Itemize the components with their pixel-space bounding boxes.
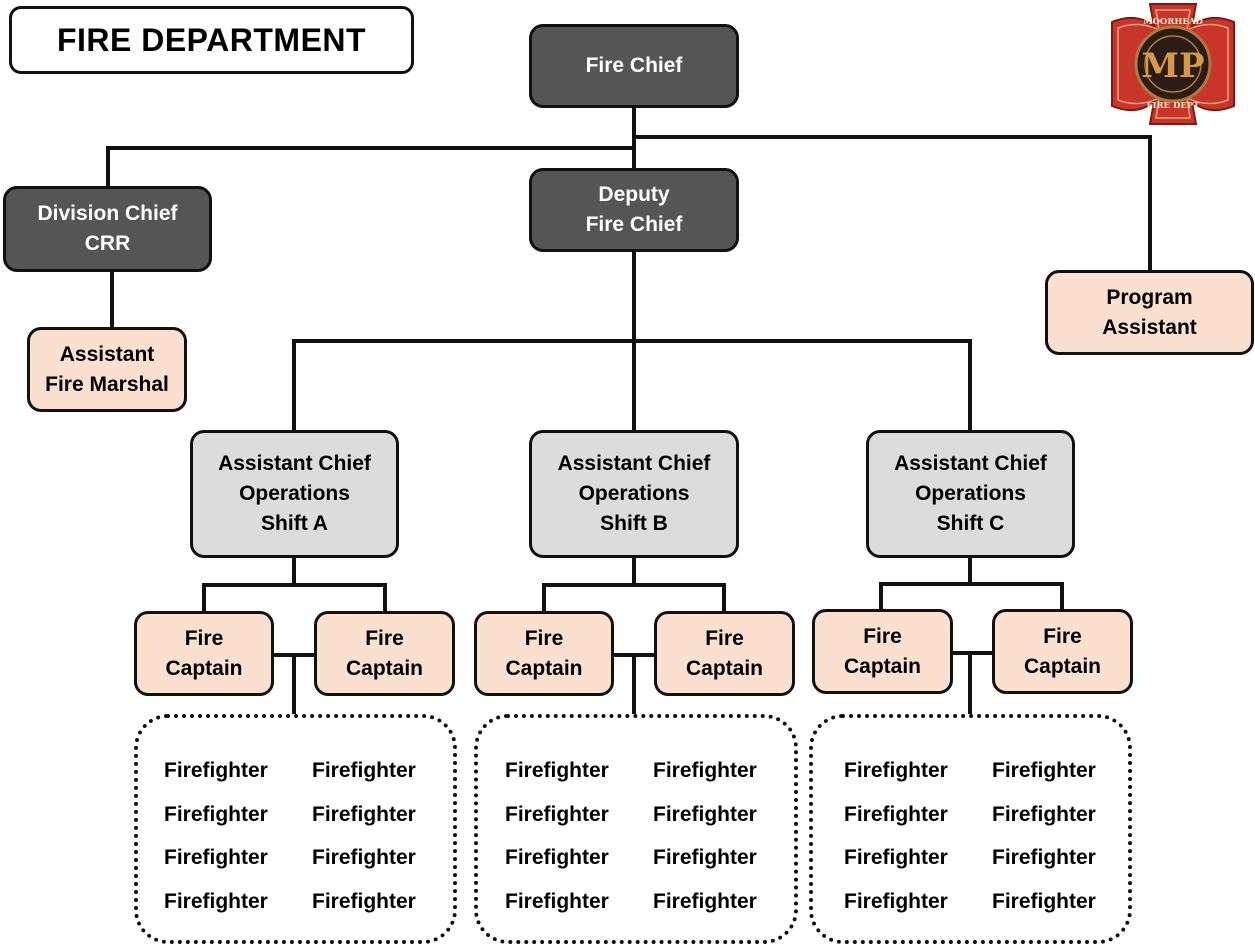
firefighter-label: Firefighter [505, 846, 609, 869]
firefighter-label: Firefighter [992, 803, 1096, 826]
firefighter-label: Firefighter [312, 846, 416, 869]
firefighter-label: Firefighter [844, 759, 948, 782]
division-chief-line1: Division Chief [37, 202, 178, 225]
firefighter-label: Firefighter [164, 803, 268, 826]
fire-chief-box: Fire Chief [529, 24, 739, 108]
shift-c-line2: Operations [915, 482, 1026, 505]
shift-b-line3: Shift B [600, 512, 668, 535]
captain-line2: Captain [843, 654, 921, 678]
page-title-text: FIRE DEPARTMENT [56, 21, 367, 58]
firefighter-label: Firefighter [164, 890, 268, 913]
firefighter-label: Firefighter [653, 759, 757, 782]
assistant-chief-shift-a-box: Assistant Chief Operations Shift A [190, 430, 399, 558]
shift-a-line3: Shift A [261, 512, 328, 535]
captain-line1: Fire [365, 626, 404, 650]
captain-line2: Captain [165, 656, 243, 680]
connector-shift-c-captains [879, 582, 1064, 613]
shift-a-captain-2-box: Fire Captain [314, 611, 455, 696]
firefighter-label: Firefighter [164, 759, 268, 782]
firefighter-label: Firefighter [992, 759, 1096, 782]
assistant-chief-shift-b-box: Assistant Chief Operations Shift B [529, 430, 739, 558]
maltese-cross-badge-icon: MOORHEAD FIRE DEPT MP [1111, 2, 1235, 125]
firefighter-label: Firefighter [312, 759, 416, 782]
deputy-fire-chief-line1: Deputy [598, 183, 670, 206]
fire-chief-label: Fire Chief [585, 54, 683, 77]
captain-line1: Fire [524, 626, 564, 650]
assistant-fire-marshal-line2: Fire Marshal [45, 372, 169, 396]
deputy-fire-chief-line2: Fire Chief [585, 213, 683, 236]
shift-b-captain-1-box: Fire Captain [474, 611, 614, 696]
shift-c-crew-box: Firefighter Firefighter Firefighter Fire… [809, 714, 1132, 944]
program-assistant-line1: Program [1106, 285, 1193, 309]
program-assistant-line2: Assistant [1102, 315, 1197, 339]
shift-c-line1: Assistant Chief [894, 452, 1047, 475]
captain-line1: Fire [705, 626, 744, 650]
page-title: FIRE DEPARTMENT [9, 6, 414, 74]
captain-line1: Fire [863, 624, 902, 648]
shift-a-captain-1-box: Fire Captain [134, 611, 274, 696]
captain-line2: Captain [345, 656, 423, 680]
captain-line2: Captain [1023, 654, 1101, 678]
deputy-fire-chief-box: Deputy Fire Chief [529, 168, 739, 252]
captain-line1: Fire [1043, 624, 1082, 648]
svg-text:MP: MP [1141, 46, 1204, 86]
firefighter-label: Firefighter [992, 846, 1096, 869]
shift-c-captain-2-box: Fire Captain [992, 609, 1133, 694]
connector-chief-to-division [106, 146, 636, 188]
firefighter-label: Firefighter [312, 890, 416, 913]
captain-line1: Fire [184, 626, 224, 650]
shift-b-line1: Assistant Chief [557, 452, 711, 475]
shift-b-line2: Operations [578, 482, 690, 505]
division-chief-box: Division Chief CRR [3, 186, 212, 272]
program-assistant-box: Program Assistant [1045, 270, 1254, 355]
shift-c-captain-1-box: Fire Captain [812, 609, 953, 694]
firefighter-label: Firefighter [653, 890, 757, 913]
svg-text:MOORHEAD: MOORHEAD [1143, 17, 1203, 27]
shift-a-line2: Operations [239, 482, 350, 505]
assistant-fire-marshal-line1: Assistant [59, 342, 155, 366]
division-chief-line2: CRR [84, 232, 131, 255]
connector-shift-b-captains [542, 583, 726, 614]
connector-deputy-to-shifts [292, 339, 972, 433]
svg-text:FIRE DEPT: FIRE DEPT [1146, 101, 1200, 111]
firefighter-label: Firefighter [505, 759, 609, 782]
captain-line2: Captain [685, 656, 763, 680]
connector-chief-to-program [632, 135, 1152, 274]
connector-shift-a-captains [202, 583, 387, 614]
shift-a-line1: Assistant Chief [218, 452, 371, 475]
shift-b-captain-2-box: Fire Captain [654, 611, 795, 696]
shift-a-crew-box: Firefighter Firefighter Firefighter Fire… [134, 714, 457, 944]
firefighter-label: Firefighter [653, 803, 757, 826]
firefighter-label: Firefighter [992, 890, 1096, 913]
firefighter-label: Firefighter [844, 846, 948, 869]
shift-b-crew-box: Firefighter Firefighter Firefighter Fire… [474, 714, 798, 944]
assistant-chief-shift-c-box: Assistant Chief Operations Shift C [866, 430, 1075, 558]
firefighter-label: Firefighter [505, 803, 609, 826]
firefighter-label: Firefighter [844, 890, 948, 913]
firefighter-label: Firefighter [164, 846, 268, 869]
captain-line2: Captain [505, 656, 583, 680]
shift-c-line3: Shift C [936, 512, 1005, 535]
firefighter-label: Firefighter [653, 846, 757, 869]
firefighter-label: Firefighter [312, 803, 416, 826]
firefighter-label: Firefighter [844, 803, 948, 826]
firefighter-label: Firefighter [505, 890, 609, 913]
assistant-fire-marshal-box: Assistant Fire Marshal [27, 327, 187, 412]
